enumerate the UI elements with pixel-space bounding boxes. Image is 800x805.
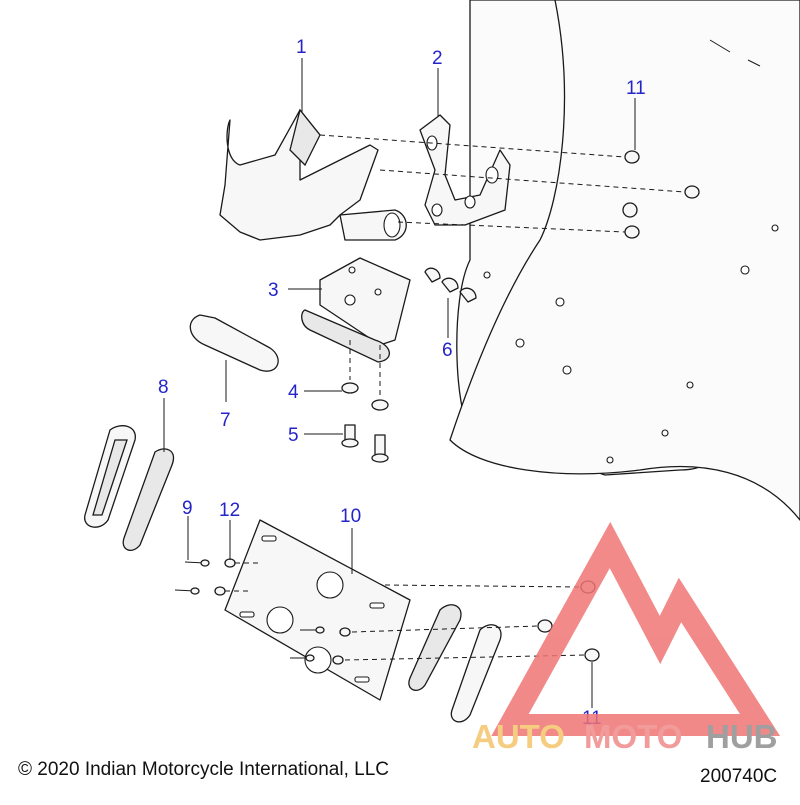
callout-5: 5 xyxy=(288,425,299,446)
watermark-moto: MOTO xyxy=(584,718,682,755)
callout-10: 10 xyxy=(340,506,361,527)
callout-12: 12 xyxy=(219,500,240,521)
parts-4-5-fasteners xyxy=(341,340,389,463)
diagram-code: 200740C xyxy=(700,766,778,787)
part-7-lens xyxy=(189,314,279,402)
part-3-mount xyxy=(301,257,411,363)
copyright-notice: © 2020 Indian Motorcycle International, … xyxy=(18,759,389,780)
rear-fender xyxy=(449,0,800,522)
callout-8: 8 xyxy=(158,377,169,398)
lower-side-reflector xyxy=(408,604,502,723)
part-1-taillight-housing xyxy=(219,108,407,241)
callout-7: 7 xyxy=(220,410,231,431)
part-2-bracket xyxy=(419,114,511,226)
callout-9: 9 xyxy=(182,498,193,519)
callout-numbers: 1 2 11 3 6 4 7 5 8 9 12 10 11 xyxy=(158,37,646,729)
callout-4: 4 xyxy=(288,382,299,403)
part-8-side-reflector xyxy=(84,425,175,551)
plate-inner-screws xyxy=(290,626,351,665)
callout-1: 1 xyxy=(296,37,307,58)
callout-3: 3 xyxy=(268,280,279,301)
watermark-hub: HUB xyxy=(706,718,778,755)
callout-2: 2 xyxy=(432,48,443,69)
part-10-plate-bracket xyxy=(224,519,411,701)
parts-9-12-screws xyxy=(174,558,262,596)
callout-11-top: 11 xyxy=(626,78,646,99)
automotohub-watermark: AUTO MOTO HUB xyxy=(472,521,781,755)
watermark-auto: AUTO xyxy=(472,718,565,755)
callout-6: 6 xyxy=(442,340,453,361)
part-6-clips xyxy=(424,267,477,303)
callout-leaders xyxy=(163,58,636,708)
